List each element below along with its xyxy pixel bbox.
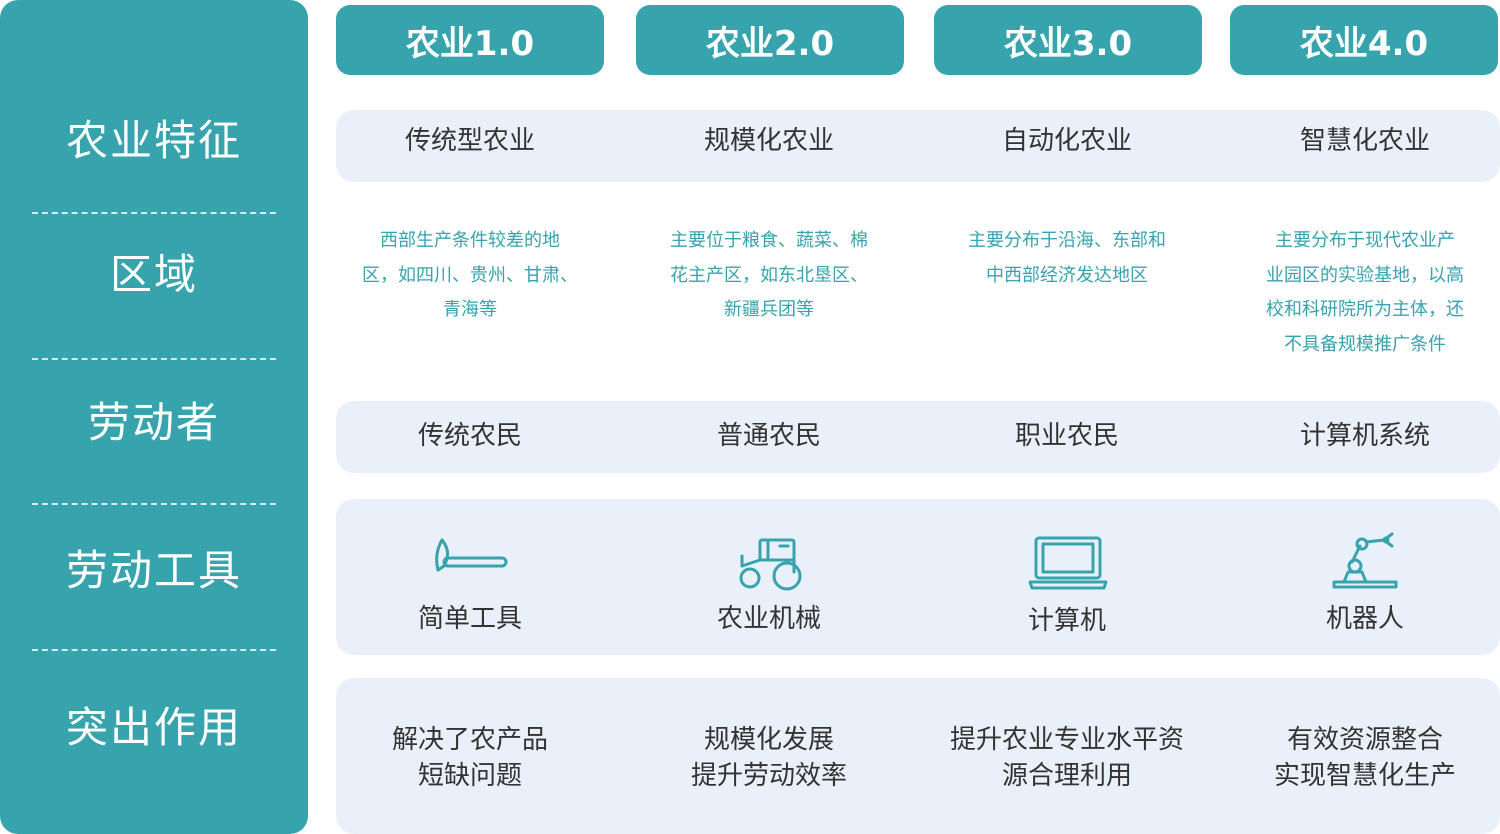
- role-line: 规模化发展: [703, 725, 834, 755]
- row-divider: [32, 212, 276, 214]
- tool-label: 计算机: [1027, 606, 1106, 636]
- row-label-region: 区域: [109, 250, 198, 299]
- tractor-icon: [730, 532, 810, 592]
- row-label-workers: 劳动者: [87, 398, 220, 447]
- region-line: 西部生产条件较差的地: [380, 230, 560, 251]
- region-line: 青海等: [443, 299, 497, 320]
- feature-cell: 智慧化农业: [1299, 126, 1430, 156]
- role-cell: 规模化发展 提升劳动效率: [619, 722, 919, 794]
- role-cell: 解决了农产品 短缺问题: [320, 722, 620, 794]
- robot-arm-icon: [1326, 532, 1406, 592]
- row-divider: [32, 649, 276, 651]
- region-line: 主要分布于现代农业产: [1275, 230, 1455, 251]
- column-header-agri-3: 农业3.0: [934, 5, 1202, 75]
- role-line: 有效资源整合: [1286, 725, 1443, 755]
- row-label-role: 突出作用: [65, 703, 242, 752]
- region-line: 主要位于粮食、蔬菜、棉: [670, 230, 868, 251]
- region-line: 校和科研院所为主体，还: [1266, 299, 1464, 320]
- row-divider: [32, 503, 276, 505]
- pickaxe-icon: [430, 532, 510, 592]
- region-line: 花主产区，如东北垦区、: [670, 264, 868, 286]
- worker-cell: 职业农民: [1014, 421, 1119, 451]
- role-cell: 提升农业专业水平资 源合理利用: [917, 722, 1217, 794]
- region-line: 新疆兵团等: [724, 299, 814, 320]
- row-label-sidebar: 农业特征 区域 劳动者 劳动工具 突出作用: [0, 0, 308, 834]
- region-line: 不具备规模推广条件: [1284, 333, 1446, 355]
- workers-band: [336, 401, 1500, 473]
- region-cell: 主要分布于现代农业产 业园区的实验基地，以高 校和科研院所为主体，还 不具备规模…: [1215, 224, 1500, 362]
- tool-label: 农业机械: [716, 604, 821, 634]
- role-band: [336, 678, 1500, 834]
- region-cell: 西部生产条件较差的地 区，如四川、贵州、甘肃、 青海等: [320, 224, 620, 328]
- worker-cell: 传统农民: [417, 421, 522, 451]
- worker-cell: 计算机系统: [1299, 421, 1430, 451]
- region-line: 区，如四川、贵州、甘肃、: [362, 264, 578, 286]
- role-line: 短缺问题: [417, 761, 522, 791]
- role-line: 源合理利用: [1001, 761, 1132, 791]
- region-cell: 主要分布于沿海、东部和 中西部经济发达地区: [917, 224, 1217, 293]
- tool-label: 机器人: [1325, 604, 1404, 634]
- row-divider: [32, 358, 276, 360]
- role-line: 提升劳动效率: [690, 761, 847, 791]
- region-line: 业园区的实验基地，以高: [1266, 264, 1464, 286]
- region-cell: 主要位于粮食、蔬菜、棉 花主产区，如东北垦区、 新疆兵团等: [619, 224, 919, 328]
- feature-cell: 传统型农业: [404, 126, 535, 156]
- column-header-agri-4: 农业4.0: [1230, 5, 1498, 75]
- role-line: 解决了农产品: [391, 725, 548, 755]
- region-line: 主要分布于沿海、东部和: [968, 230, 1166, 251]
- row-label-features: 农业特征: [65, 116, 242, 165]
- column-header-agri-2: 农业2.0: [636, 5, 904, 75]
- region-line: 中西部经济发达地区: [986, 264, 1148, 286]
- feature-cell: 自动化农业: [1001, 126, 1132, 156]
- features-band: [336, 110, 1500, 182]
- role-line: 提升农业专业水平资: [949, 725, 1184, 755]
- role-cell: 有效资源整合 实现智慧化生产: [1215, 722, 1500, 794]
- role-line: 实现智慧化生产: [1273, 761, 1456, 791]
- tools-band: [336, 499, 1500, 655]
- row-label-tools: 劳动工具: [65, 546, 242, 595]
- laptop-icon: [1028, 532, 1108, 592]
- worker-cell: 普通农民: [716, 421, 821, 451]
- tool-label: 简单工具: [417, 604, 522, 634]
- feature-cell: 规模化农业: [703, 126, 834, 156]
- column-header-agri-1: 农业1.0: [336, 5, 604, 75]
